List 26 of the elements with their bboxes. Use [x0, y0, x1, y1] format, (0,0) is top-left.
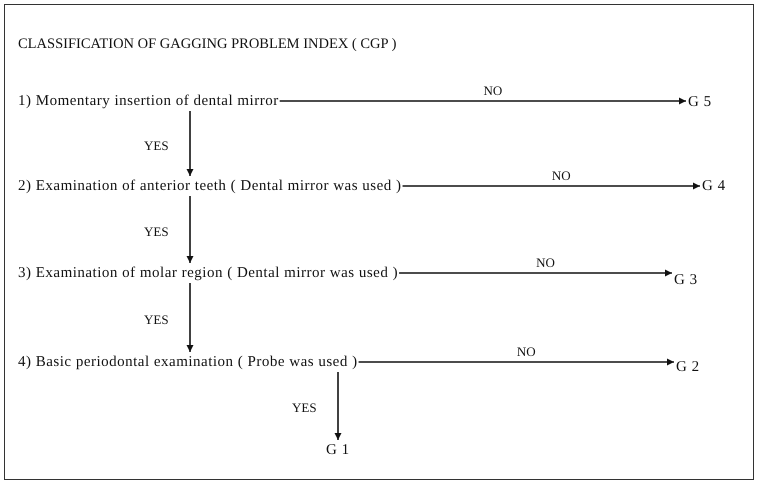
- step-text: 1) Momentary insertion of dental mirror: [18, 92, 279, 110]
- diagram-title: CLASSIFICATION OF GAGGING PROBLEM INDEX ( CGP ): [18, 36, 396, 53]
- arrow: [399, 270, 672, 276]
- arrow: [186, 196, 194, 263]
- arrow: [186, 283, 194, 352]
- edge-label: NO: [552, 168, 571, 183]
- arrow: [334, 372, 342, 440]
- arrow: [402, 182, 700, 190]
- step-text: 3) Examination of molar region ( Dental mirror was used ): [18, 264, 398, 282]
- edge-label: YES: [292, 400, 317, 415]
- arrow: [358, 358, 674, 366]
- arrow: [186, 111, 194, 176]
- edge-label: YES: [144, 138, 169, 152]
- edge-label: YES: [144, 224, 169, 238]
- edge-label: YES: [144, 312, 169, 326]
- step-text: G 5: [688, 93, 712, 111]
- edge-label: NO: [516, 344, 536, 359]
- edge-label: NO: [536, 255, 555, 270]
- step-text: G 3: [674, 271, 698, 289]
- step-text: G 4: [702, 177, 726, 195]
- step-text: G 1: [326, 441, 350, 459]
- arrow: [280, 98, 686, 104]
- step-text: 4) Basic periodontal examination ( Probe was used ): [18, 353, 358, 371]
- step-text: 2) Examination of anterior teeth ( Dental mirror was used ): [18, 177, 402, 195]
- edge-label: NO: [483, 83, 502, 98]
- step-text: G 2: [676, 358, 700, 376]
